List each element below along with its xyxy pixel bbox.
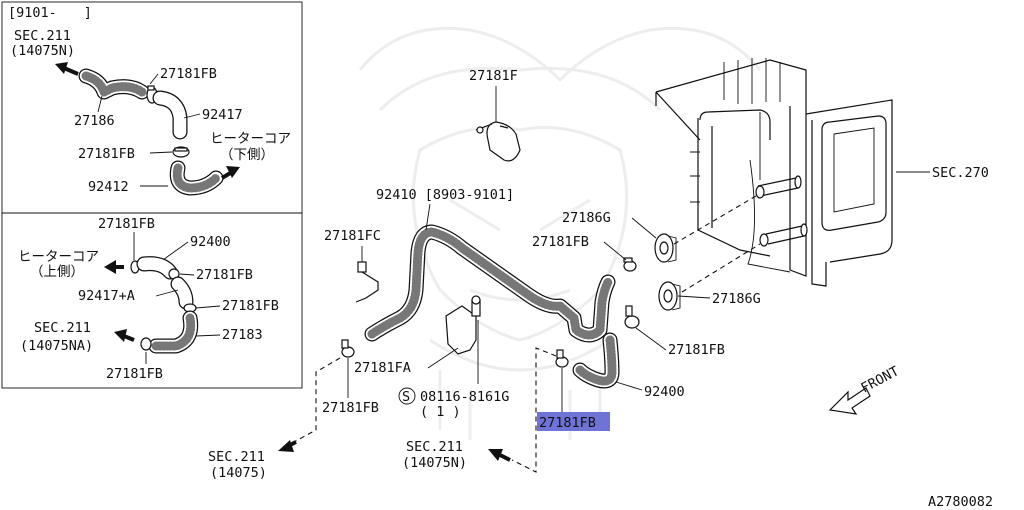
sec-arrow-bottom-inset [114,329,135,342]
hose-92412-inset [169,160,224,196]
label-sec-211-left-sub: (14075) [210,465,267,481]
inset-bottom-sec-label: SEC.211 [34,320,91,336]
clamp-fb-highlight-part [555,349,569,368]
inset-top-heater-lower-sub: （下側） [220,147,274,163]
inset-bottom-label-92400: 92400 [190,234,231,250]
label-sec-211-mid-sub: (14075N) [402,455,467,471]
inset-top-date-range: [9101- ] [8,5,92,21]
grommet-upper [654,233,677,263]
clamp-27181fc [355,261,379,303]
diagram-id: A2780082 [928,494,993,510]
inset-top-heater-lower: ヒーターコア [210,131,291,147]
dashed-alignment-lines [673,195,761,293]
label-clamp-27181f: 27181F [469,68,518,84]
inset-bottom-label-clamp-top: 27181FB [98,216,155,232]
inset-bottom-heater-upper-sub: （上側） [30,264,84,280]
clamp-fb-right [624,305,640,329]
sec-arrow-mid [488,449,511,462]
label-bolt: 08116-8161G [420,389,509,405]
label-front: FRONT [858,363,901,396]
label-clamp-fb-highlight[interactable]: 27181FB [539,415,596,431]
clamp-fb-left [341,339,355,358]
sec-arrow-left [278,440,297,452]
inset-frames [1,1,303,389]
inset-top-label-clamp-mid: 27181FB [78,146,135,162]
bolt-symbol-s: S [402,389,410,405]
sec-arrow-top-inset [55,62,79,76]
inset-top-label-92412: 92412 [88,179,129,195]
inset-top-sec-label: SEC.211 [14,28,71,44]
hose-92417a-inset [170,276,194,310]
heater-arrow-lower [220,166,240,180]
inset-bottom-label-92417a: 92417+A [78,288,135,304]
inset-top-label-clamp-top: 27181FB [160,66,217,82]
label-sec-211-mid: SEC.211 [406,439,463,455]
inset-top-sec-sub: (14075N) [10,43,75,59]
front-arrow-icon [828,387,871,415]
label-grommet-upper: 27186G [562,210,611,226]
inset-top-label-27186: 27186 [74,113,115,129]
inset-top: [9101- ] SEC.211 (14075N) [8,5,291,196]
label-clamp-27181fc: 27181FC [324,228,381,244]
dashed-routing-lines [293,347,557,473]
hose-92417-inset [152,90,188,140]
clamp-inset-bottom-bottom [140,337,152,351]
label-clamp-27181fa: 27181FA [354,360,411,376]
heater-unit-housing [655,58,893,287]
hose-27183-inset [148,310,199,354]
bolt-symbol: S [398,387,416,405]
label-clamp-fb-right: 27181FB [668,342,725,358]
label-bolt-qty: ( 1 ) [420,404,461,420]
inset-bottom-label-clamp-bottom: 27181FB [106,366,163,382]
label-grommet-lower: 27186G [712,291,761,307]
clamp-fb-upper [623,257,637,272]
inset-bottom-heater-upper: ヒーターコア [18,249,99,265]
hose-92410 [364,224,616,343]
inset-bottom-label-clamp-right2: 27181FB [222,298,279,314]
label-hose-92400: 92400 [644,384,685,400]
hose-92400-inset [136,256,178,280]
clamp-27181f [475,121,521,162]
bracket-27181fa [445,295,481,355]
label-clamp-fb-left: 27181FB [322,400,379,416]
inset-bottom-sec-sub: (14075NA) [20,338,93,354]
label-sec-211-left: SEC.211 [208,449,265,465]
hose-27186-inset [78,68,150,100]
heater-arrow-upper [104,260,124,274]
heater-pipes [755,175,808,247]
inset-bottom: 27181FB 92400 ヒーターコア （上側） 27181FB 92417+… [18,216,279,382]
grommet-lower [658,281,681,311]
highlight-box[interactable] [537,412,610,431]
inset-bottom-label-27183: 27183 [222,327,263,343]
inset-top-label-92417: 92417 [202,107,243,123]
inset-bottom-label-clamp-right: 27181FB [196,267,253,283]
clamp-inset-mid [172,146,190,158]
label-clamp-fb-upper: 27181FB [532,234,589,250]
label-sec-270: SEC.270 [932,165,989,181]
label-hose-92410: 92410 [8903-9101] [376,187,514,203]
hose-92400 [572,332,620,389]
